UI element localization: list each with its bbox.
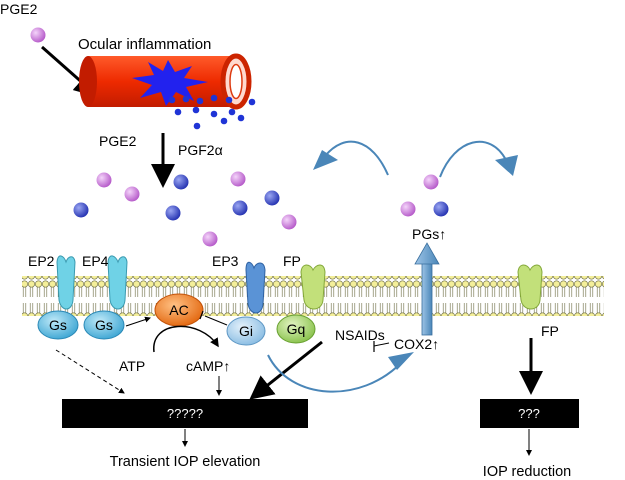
ep3-receptor-icon [245, 261, 266, 314]
svg-text:Gs: Gs [95, 317, 113, 333]
fp-right-label: FP [541, 323, 559, 339]
gs-to-ac-arrow [125, 316, 151, 327]
gq-protein: Gq [276, 314, 316, 344]
pge2-top-label: PGE2 [0, 1, 38, 17]
cox2-label: COX2↑ [394, 336, 439, 352]
ep4-label: EP4 [82, 253, 109, 269]
blood-vessel-icon [79, 53, 252, 110]
pge2-molecule-icon [202, 231, 218, 247]
unknown-mechanism-left-label: ????? [167, 406, 203, 421]
curved-arrow-right-head [495, 155, 518, 176]
unknown-mechanism-box-right [480, 399, 579, 428]
unknown-mechanism-box-left [62, 399, 308, 428]
pge2-molecule-icon [124, 186, 140, 202]
pge2-molecule-icon [230, 171, 246, 187]
gq-to-cox2-arrow [267, 354, 403, 393]
svg-text:AC: AC [169, 302, 188, 318]
ep2-receptor-icon [56, 255, 76, 310]
ep4-receptor-icon [107, 255, 128, 310]
pgf2a-molecule-icon [165, 205, 181, 221]
pgf2a-release-label: PGF2α [178, 142, 223, 158]
ep3-label: EP3 [212, 253, 239, 269]
nsaids-inhibits-cox2 [373, 342, 390, 347]
fp-receptor-left-icon [300, 264, 326, 310]
gs-protein-2: Gs [83, 310, 125, 340]
pgf2a-molecule-icon [433, 201, 449, 217]
pge2-molecule-icon [281, 214, 297, 230]
gi-inhibits-ac [204, 315, 228, 326]
gs-protein-1: Gs [37, 310, 79, 340]
camp-label: cAMP↑ [186, 358, 230, 374]
pgf2a-molecule-icon [264, 190, 280, 206]
gq-to-box-arrow [249, 340, 323, 400]
ep2-label: EP2 [28, 253, 55, 269]
svg-text:Gq: Gq [287, 321, 306, 337]
pgf2a-molecule-icon [232, 200, 248, 216]
ocular-inflammation-label: Ocular inflammation [78, 36, 211, 53]
gi-inhibit-bar [199, 310, 204, 320]
gq-to-cox2-arrowhead [388, 352, 414, 370]
leaking-particles [168, 94, 256, 130]
unknown-mechanism-right-label: ??? [518, 406, 540, 421]
pge2-molecule-icon [423, 174, 439, 190]
pge2-molecule-icon [96, 172, 112, 188]
iop-reduction-label: IOP reduction [483, 464, 571, 480]
svg-text:Gs: Gs [49, 317, 67, 333]
svg-text:Gi: Gi [239, 323, 253, 339]
atp-label: ATP [119, 358, 145, 374]
atp-to-camp-arrow [153, 325, 219, 353]
released-prostaglandins [73, 171, 297, 247]
transient-iop-elevation-label: Transient IOP elevation [110, 454, 261, 470]
pge2-molecule-icon [30, 27, 46, 43]
fp-left-label: FP [283, 253, 301, 269]
cox2-to-pgs-arrow [414, 242, 440, 336]
curved-arrow-right [439, 140, 507, 178]
gs-dashed-arrow [55, 349, 125, 394]
pge2-molecule-icon [400, 201, 416, 217]
curved-arrow-left [324, 140, 389, 176]
pgf2a-molecule-icon [173, 174, 189, 190]
fp-receptor-right-icon [517, 264, 543, 310]
pge2-release-label: PGE2 [99, 133, 137, 149]
gi-protein: Gi [226, 316, 266, 346]
ac-enzyme: AC [154, 293, 204, 327]
inflammation-burst-icon [132, 60, 208, 106]
curved-arrow-left-head [313, 150, 338, 170]
pgs-label: PGs↑ [412, 226, 446, 242]
nsaids-label: NSAIDs [335, 327, 385, 343]
pgf2a-molecule-icon [73, 202, 89, 218]
